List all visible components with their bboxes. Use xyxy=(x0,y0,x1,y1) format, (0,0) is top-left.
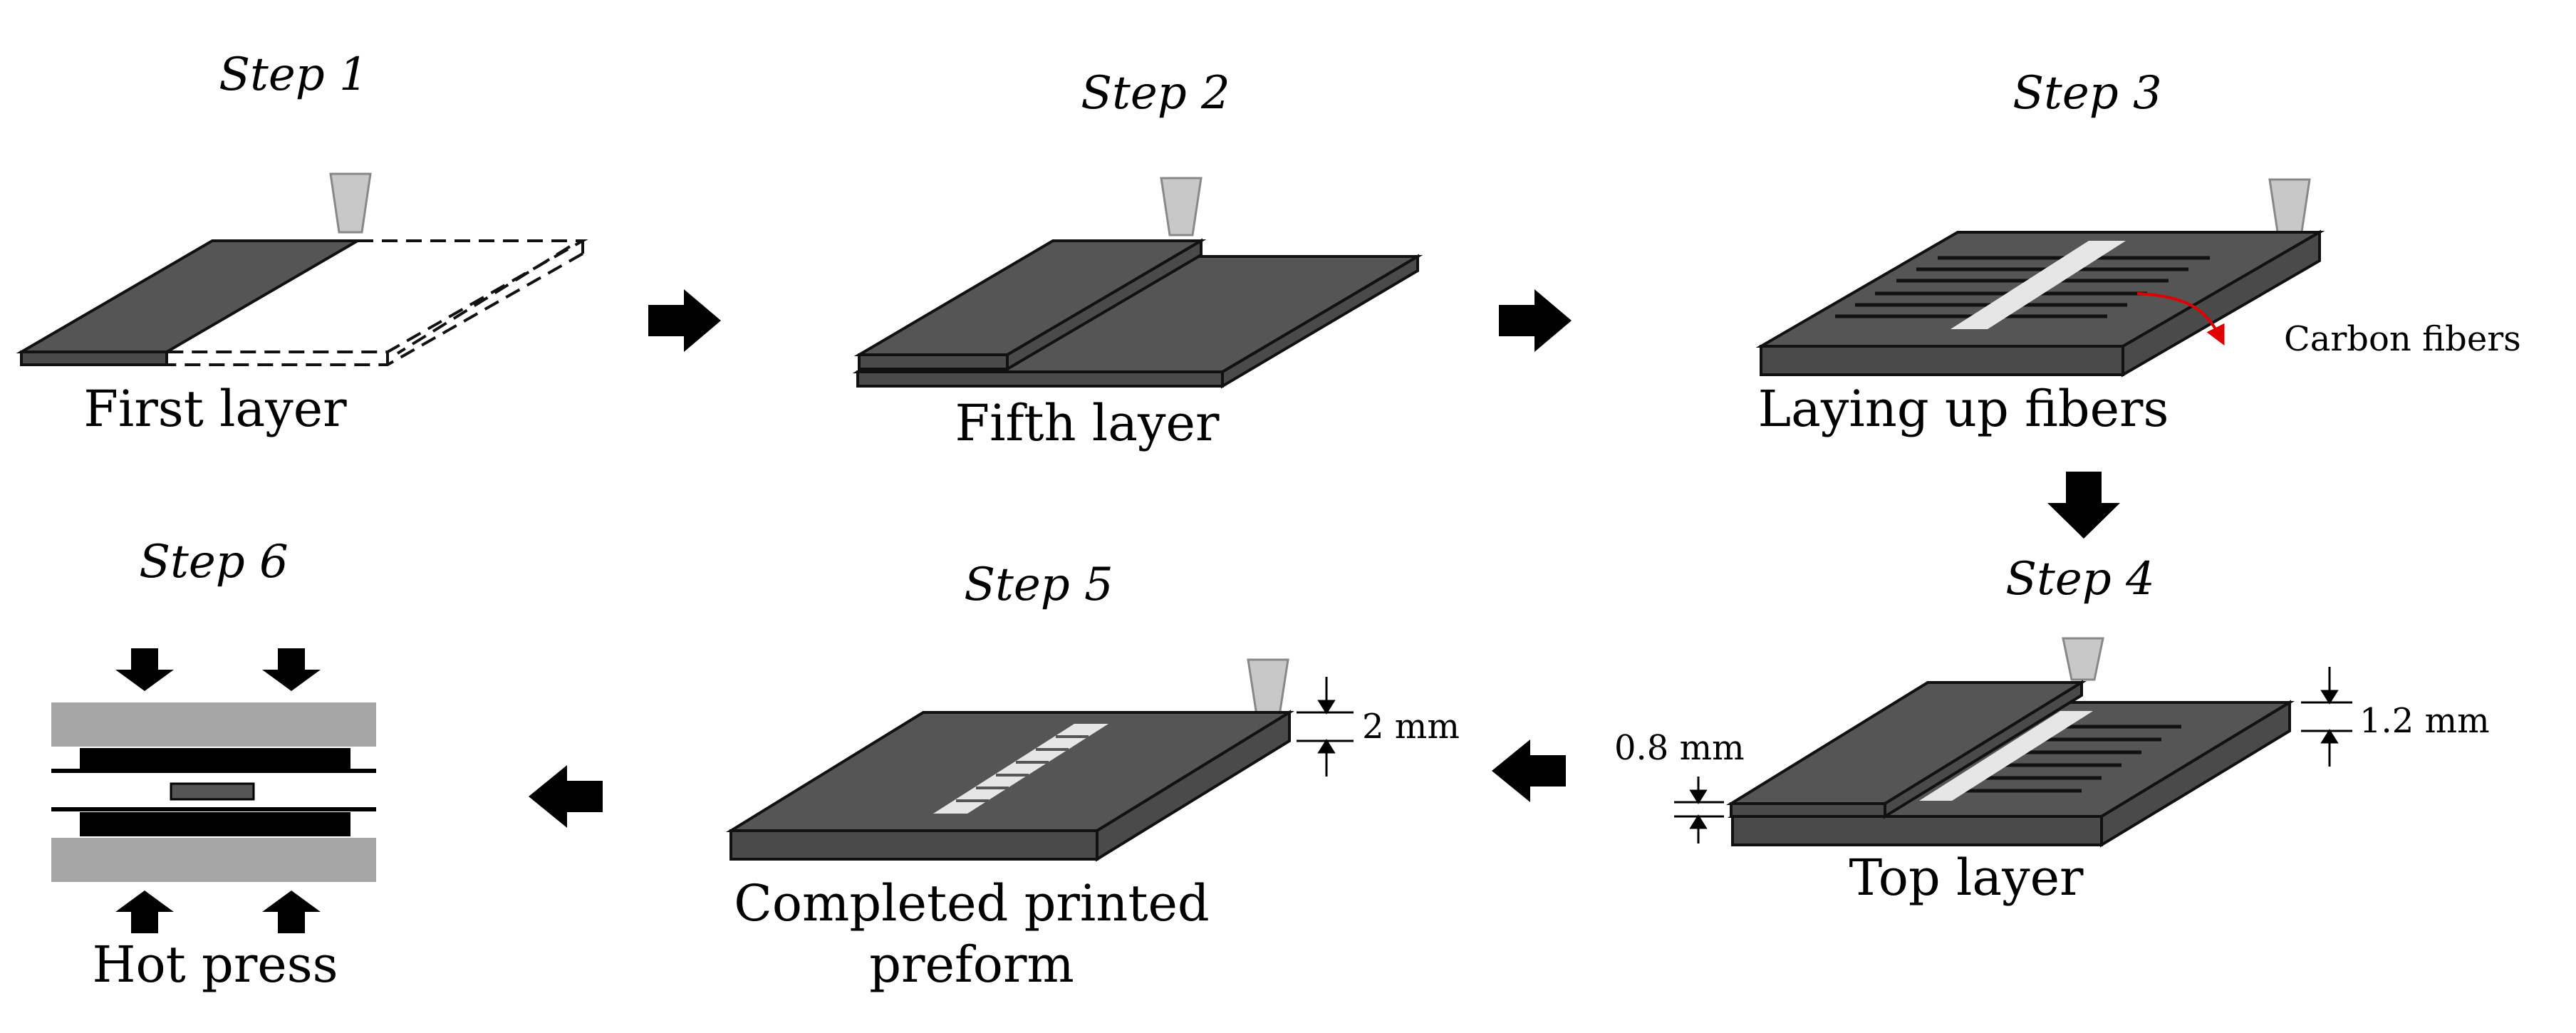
step-2-label: Step 2 xyxy=(1081,67,1230,120)
step-6-panel: Step 6 Hot press xyxy=(51,536,376,994)
base-block-front xyxy=(1731,815,2103,846)
top-layer-strip-side xyxy=(1884,680,2083,819)
nozzle-icon xyxy=(2062,637,2104,681)
press-force-down-icon xyxy=(262,648,321,691)
dim-2mm-label: 2 mm xyxy=(1362,707,1460,747)
arrow-right-icon xyxy=(1499,289,1572,352)
arrow-left-icon xyxy=(529,765,603,828)
step-5-panel: Step 5 2 mm Completed printed preform xyxy=(725,559,1460,994)
fifth-layer-caption: Fifth layer xyxy=(955,394,1220,452)
nozzle-icon xyxy=(329,172,372,234)
top-layer-caption: Top layer xyxy=(1849,848,2084,907)
step-1-panel: Step 1 First layer xyxy=(16,48,588,438)
lower-die xyxy=(80,812,350,836)
nozzle-icon xyxy=(1160,177,1203,237)
step-3-label: Step 3 xyxy=(2012,67,2161,120)
dimension-2mm xyxy=(1297,677,1354,777)
fiber-strip-segments xyxy=(956,735,1089,802)
arrow-left-icon xyxy=(1492,739,1566,802)
arrow-down-icon xyxy=(2047,472,2120,539)
press-force-down-icon xyxy=(115,648,174,691)
hot-press-caption: Hot press xyxy=(92,935,338,994)
completed-preform-caption-line1: Completed printed xyxy=(734,874,1209,933)
preform-sample xyxy=(170,782,255,801)
carbon-fibers-label: Carbon fibers xyxy=(2284,319,2521,359)
step-5-label: Step 5 xyxy=(964,559,1113,611)
dimension-0-8mm xyxy=(1674,777,1724,843)
step-4-panel: Step 4 0.8 mm xyxy=(1614,553,2490,907)
press-force-up-icon xyxy=(115,891,174,933)
laying-up-caption: Laying up fibers xyxy=(1758,380,2169,438)
step-6-label: Step 6 xyxy=(139,536,288,588)
top-layer-strip-front xyxy=(1730,802,1886,818)
lower-layers-front xyxy=(856,370,1224,388)
first-layer-strip xyxy=(16,239,363,353)
lower-press-plate xyxy=(51,838,376,882)
step-2-panel: Step 2 Fifth layer xyxy=(852,67,1423,452)
embedded-fiber-strip xyxy=(933,724,1108,814)
dim-0-8mm-label: 0.8 mm xyxy=(1614,728,1745,768)
carbon-fibers-leader-arrow xyxy=(2136,292,2225,346)
fiber-strip xyxy=(1919,711,2093,801)
fiber-strip xyxy=(1951,241,2126,329)
press-force-up-icon xyxy=(262,891,321,933)
upper-press-plate xyxy=(51,702,376,747)
step-3-panel: Step 3 Carbon fibers Laying up fibers xyxy=(1755,67,2521,438)
step-4-label: Step 4 xyxy=(2005,553,2154,606)
preform-front xyxy=(1760,345,2124,376)
layer-outline-dashed xyxy=(167,239,588,366)
fifth-layer-strip-side xyxy=(1006,238,1203,372)
dimension-1-2mm xyxy=(2301,667,2352,767)
first-layer-caption: First layer xyxy=(83,380,347,438)
base-block-side xyxy=(2100,700,2291,848)
lower-layers-side xyxy=(1221,254,1419,389)
step-1-label: Step 1 xyxy=(219,48,368,101)
first-layer-strip-edge xyxy=(20,351,168,366)
arrow-right-icon xyxy=(648,289,721,352)
nozzle-icon xyxy=(1247,658,1289,717)
dim-1-2mm-label: 1.2 mm xyxy=(2359,701,2490,741)
preform-side xyxy=(2121,229,2321,378)
completed-preform-caption-line2: preform xyxy=(869,935,1074,994)
nozzle-icon xyxy=(2268,178,2311,238)
completed-preform-front xyxy=(729,829,1099,861)
fifth-layer-strip-front xyxy=(858,353,1009,370)
upper-die xyxy=(80,748,350,769)
completed-preform-side xyxy=(1096,710,1291,862)
